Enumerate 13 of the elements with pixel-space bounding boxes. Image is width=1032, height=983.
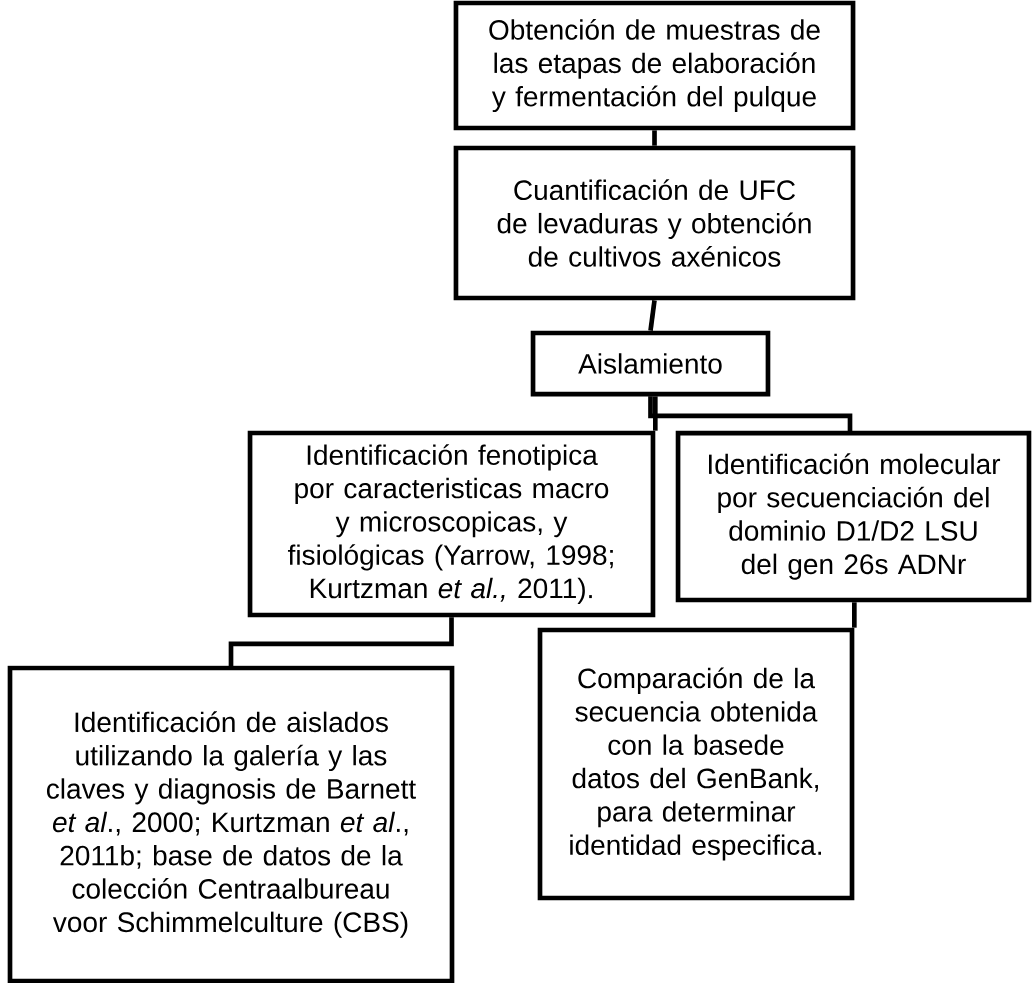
process-box: Identificación molecular por secuenciación del dominio D1/D2 LSU del gen 26s ADNr xyxy=(675,430,1032,603)
connector-line xyxy=(652,396,658,431)
connector-line xyxy=(228,617,454,668)
process-box: Obtención de muestras de las etapas de elaboración y fermentación del pulque xyxy=(453,0,856,131)
process-box: Identificación de aislados utilizando la galería y las claves y diagnosis de Barnett et al., 2000; Kurtzman et al., 2011b; base de datos de la colección Centraalbureau voor Schimmelculture (CBS) xyxy=(7,665,455,983)
process-box: Aislamiento xyxy=(530,330,771,397)
connector-line xyxy=(652,130,657,146)
connector-line xyxy=(648,300,657,331)
process-box: Cuantificación de UFC de levaduras y obtención de cultivos axénicos xyxy=(453,145,856,301)
connector-line xyxy=(852,602,857,628)
process-box: Comparación de la secuencia obtenida con la basede datos del GenBank, para determinar identidad especifica. xyxy=(537,627,855,901)
connector-line xyxy=(648,396,853,433)
process-box: Identificación fenotipica por caracteristicas macro y microscopicas, y fisiológicas (Yarrow, 1998; Kurtzman et al., 2011). xyxy=(247,430,656,618)
